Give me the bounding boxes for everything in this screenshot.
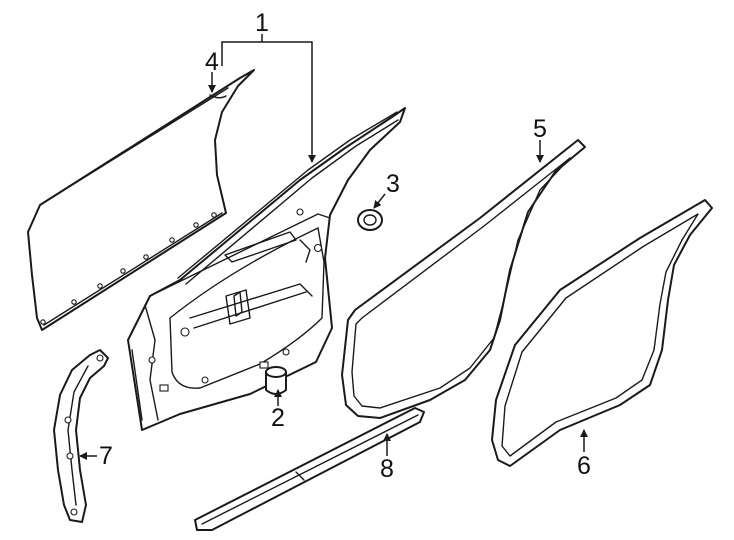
skin-holes [40,212,217,325]
callout-5: 5 [533,115,547,143]
body-weatherstrip [491,199,713,467]
door-plug [357,209,383,231]
door-bracket [53,349,109,523]
door-weatherstrip [341,139,586,419]
sill-seal [194,407,425,531]
callout-3: 3 [386,170,400,198]
callout-4: 4 [205,48,219,76]
callout-6: 6 [577,452,591,480]
callout-1: 1 [255,9,269,37]
callout-8: 8 [380,455,394,483]
callout-leaders [79,34,588,460]
callout-2: 2 [271,404,285,432]
callout-7: 7 [99,442,113,470]
door-frame-assembly [127,107,406,431]
outer-door-panel [27,69,255,331]
door-bumper [265,366,287,395]
